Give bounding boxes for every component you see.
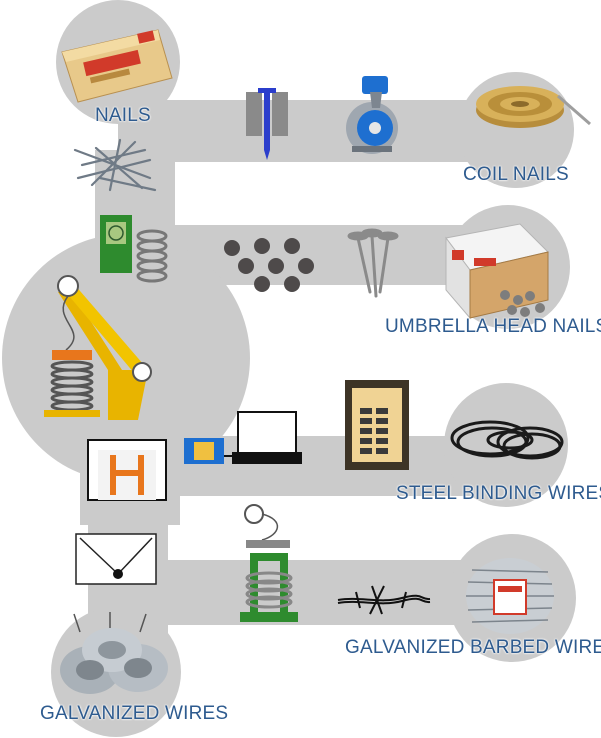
label-umbrella-head-nails: UMBRELLA HEAD NAILS (385, 316, 601, 337)
loose-nails-image (73, 138, 157, 192)
steel-binding-wire-coils-image (450, 420, 564, 460)
barbed-wire-roll-image (466, 558, 554, 634)
drum-winder-icon (87, 439, 167, 501)
annealing-furnace-icon (345, 380, 409, 470)
label-galvanized-barbed-wires: GALVANIZED BARBED WIRES (345, 637, 601, 658)
galvanizing-bath-icon (75, 533, 157, 585)
galvanized-wire-coils-image (60, 612, 168, 694)
wire-winding-machine-icon (44, 275, 152, 420)
label-coil-nails: COIL NAILS (463, 164, 569, 185)
nails-box-image (61, 29, 173, 103)
barbed-wire-icon (337, 585, 431, 615)
washer-discs-icon (224, 238, 314, 292)
barbed-wire-machine-icon (240, 504, 298, 622)
nail-press-icon (246, 88, 288, 160)
coil-nails-image (476, 86, 591, 128)
wire-treatment-tank-icon (184, 411, 302, 464)
umbrella-nails-box-image (445, 223, 549, 320)
umbrella-nail-icon (347, 228, 399, 298)
wire-drawing-machine-icon (100, 215, 168, 283)
label-galvanized-wires: GALVANIZED WIRES (40, 703, 229, 724)
label-nails: NAILS (95, 105, 151, 126)
label-steel-binding-wires: STEEL BINDING WIRES (396, 483, 601, 504)
nail-machine-icon (346, 76, 398, 154)
